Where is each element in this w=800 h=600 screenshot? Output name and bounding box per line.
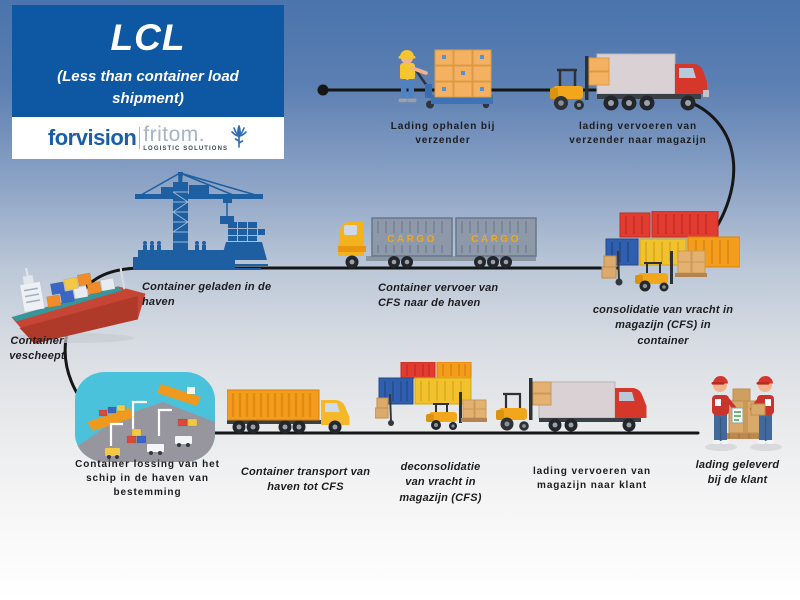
deconsolidation-illustration [374, 361, 487, 434]
flow-start-dot [317, 84, 329, 96]
consolidation-illustration [600, 210, 741, 293]
step-label-consolidation: consolidatie van vracht in magazijn (CFS… [592, 304, 734, 347]
title-card: LCL (Less than container load shipment) [12, 5, 284, 117]
delivery-people-illustration [699, 367, 789, 453]
step-label-cfs-to-port: Container vervoer van CFS naar de haven [378, 282, 499, 310]
page-title: LCL [110, 17, 186, 58]
brand-tagline: LOGISTIC SOLUTIONS [143, 146, 229, 152]
step-label-deconsolidation: deconsolidatie van vracht in magazijn (C… [399, 461, 482, 504]
step-label-unloading: Container lossing van het schip in de ha… [75, 459, 220, 498]
forklift-truck-bottom-illustration [495, 376, 665, 434]
orange-truck-illustration [226, 388, 357, 434]
port-crane-illustration [133, 170, 268, 270]
company-logo: forvision fritom. LOGISTIC SOLUTIONS [12, 117, 284, 159]
step-label-delivered: lading geleverd bij de klant [695, 459, 780, 487]
step-label-port-to-cfs: Container transport van haven tot CFS [240, 466, 371, 494]
destination-port-illustration [75, 372, 215, 462]
pallet-worker-illustration [385, 46, 500, 110]
forklift-truck-top-illustration [545, 50, 720, 114]
step-label-warehouse-to-customer: lading vervoeren van magazijn naar klant [532, 466, 652, 491]
step-label-pickup: Lading ophalen bij verzender [390, 121, 496, 146]
brand-forvision: forvision [47, 125, 137, 150]
page-subtitle: (Less than container load shipment) [57, 68, 239, 107]
container-ship-illustration [0, 248, 150, 348]
step-label-shipped: Container vescheept [9, 335, 65, 363]
flow-curve-right [692, 102, 736, 245]
tulip-icon [231, 125, 247, 148]
step-label-shipper-to-warehouse: lading vervoeren van verzender naar maga… [569, 121, 707, 146]
brand-separator [139, 127, 141, 149]
cargo-container-label: CARGO [471, 234, 521, 245]
cargo-truck-illustration: CARGO CARGO [336, 212, 541, 269]
step-label-loaded-in-port: Container geladen in de haven [142, 281, 272, 309]
cargo-container-label: CARGO [387, 234, 437, 245]
brand-fritom: fritom. [143, 123, 206, 146]
